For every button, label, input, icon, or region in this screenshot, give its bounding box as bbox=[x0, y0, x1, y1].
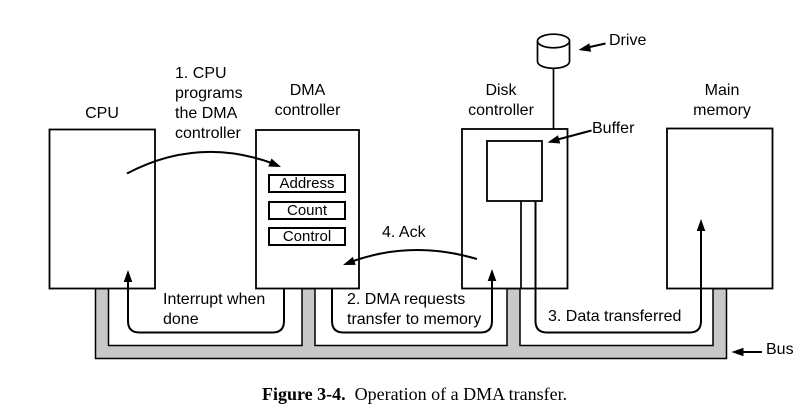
disk-controller-label: Disk controller bbox=[451, 81, 551, 121]
step2-line1: 2. DMA requests bbox=[347, 291, 466, 308]
drive-cylinder-top bbox=[536, 33, 571, 49]
drive-cylinder-body bbox=[536, 41, 571, 70]
cpu-box bbox=[48, 128, 156, 290]
disk-label-line2: controller bbox=[468, 102, 534, 119]
step2-line2: transfer to memory bbox=[347, 310, 482, 328]
interrupt-curve bbox=[127, 281, 285, 334]
cpu-label: CPU bbox=[85, 105, 119, 122]
main-memory-box bbox=[666, 127, 774, 290]
disk-label-line1: Disk bbox=[485, 82, 517, 99]
buffer-box bbox=[486, 140, 543, 202]
ack-arc bbox=[348, 249, 478, 264]
request-curve bbox=[331, 280, 493, 334]
bus-pointer-arrowhead bbox=[731, 347, 744, 357]
register-control: Control bbox=[268, 227, 346, 246]
figure-caption-text: Operation of a DMA transfer. bbox=[354, 384, 568, 404]
step4-annotation: 4. Ack bbox=[382, 224, 426, 241]
interrupt-annotation: Interrupt when done bbox=[163, 290, 265, 329]
dma-label-line1: DMA bbox=[289, 82, 326, 99]
main-memory-label: Main memory bbox=[671, 81, 773, 121]
figure-caption: Figure 3-4. Operation of a DMA transfer. bbox=[262, 384, 567, 405]
step1-line3: the DMA bbox=[175, 105, 238, 122]
dma-label-line2: controller bbox=[274, 102, 341, 119]
program-arc bbox=[126, 150, 274, 175]
step1-line1: 1. CPU bbox=[175, 65, 227, 82]
step1-line2: programs bbox=[175, 85, 243, 102]
program-arrowhead bbox=[268, 158, 281, 167]
memory-label-line1: Main bbox=[704, 82, 740, 99]
register-count: Count bbox=[268, 201, 346, 220]
step1-line4: controller bbox=[175, 125, 241, 142]
dma-controller-label: DMA controller bbox=[256, 81, 359, 121]
ack-arrowhead bbox=[343, 256, 356, 265]
step2-annotation: 2. DMA requests transfer to memory bbox=[347, 290, 481, 329]
interrupt-line1: Interrupt when bbox=[163, 291, 266, 308]
data-curve bbox=[534, 201, 702, 334]
interrupt-line2: done bbox=[163, 310, 199, 328]
data-arrowhead bbox=[696, 219, 706, 231]
memory-label-line2: memory bbox=[693, 102, 751, 119]
request-arrowhead bbox=[487, 269, 497, 281]
bus-label: Bus bbox=[766, 341, 794, 358]
buffer-pointer-arrowhead bbox=[547, 135, 561, 144]
step1-annotation: 1. CPU programs the DMA controller bbox=[175, 64, 243, 144]
step3-annotation: 3. Data transferred bbox=[548, 308, 682, 325]
buffer-label: Buffer bbox=[592, 120, 635, 137]
register-address: Address bbox=[268, 174, 346, 193]
interrupt-arrowhead bbox=[123, 270, 133, 282]
drive-label: Drive bbox=[609, 32, 647, 49]
figure-caption-number: Figure 3-4. bbox=[262, 384, 346, 404]
drive-pointer-arrowhead bbox=[578, 43, 592, 52]
